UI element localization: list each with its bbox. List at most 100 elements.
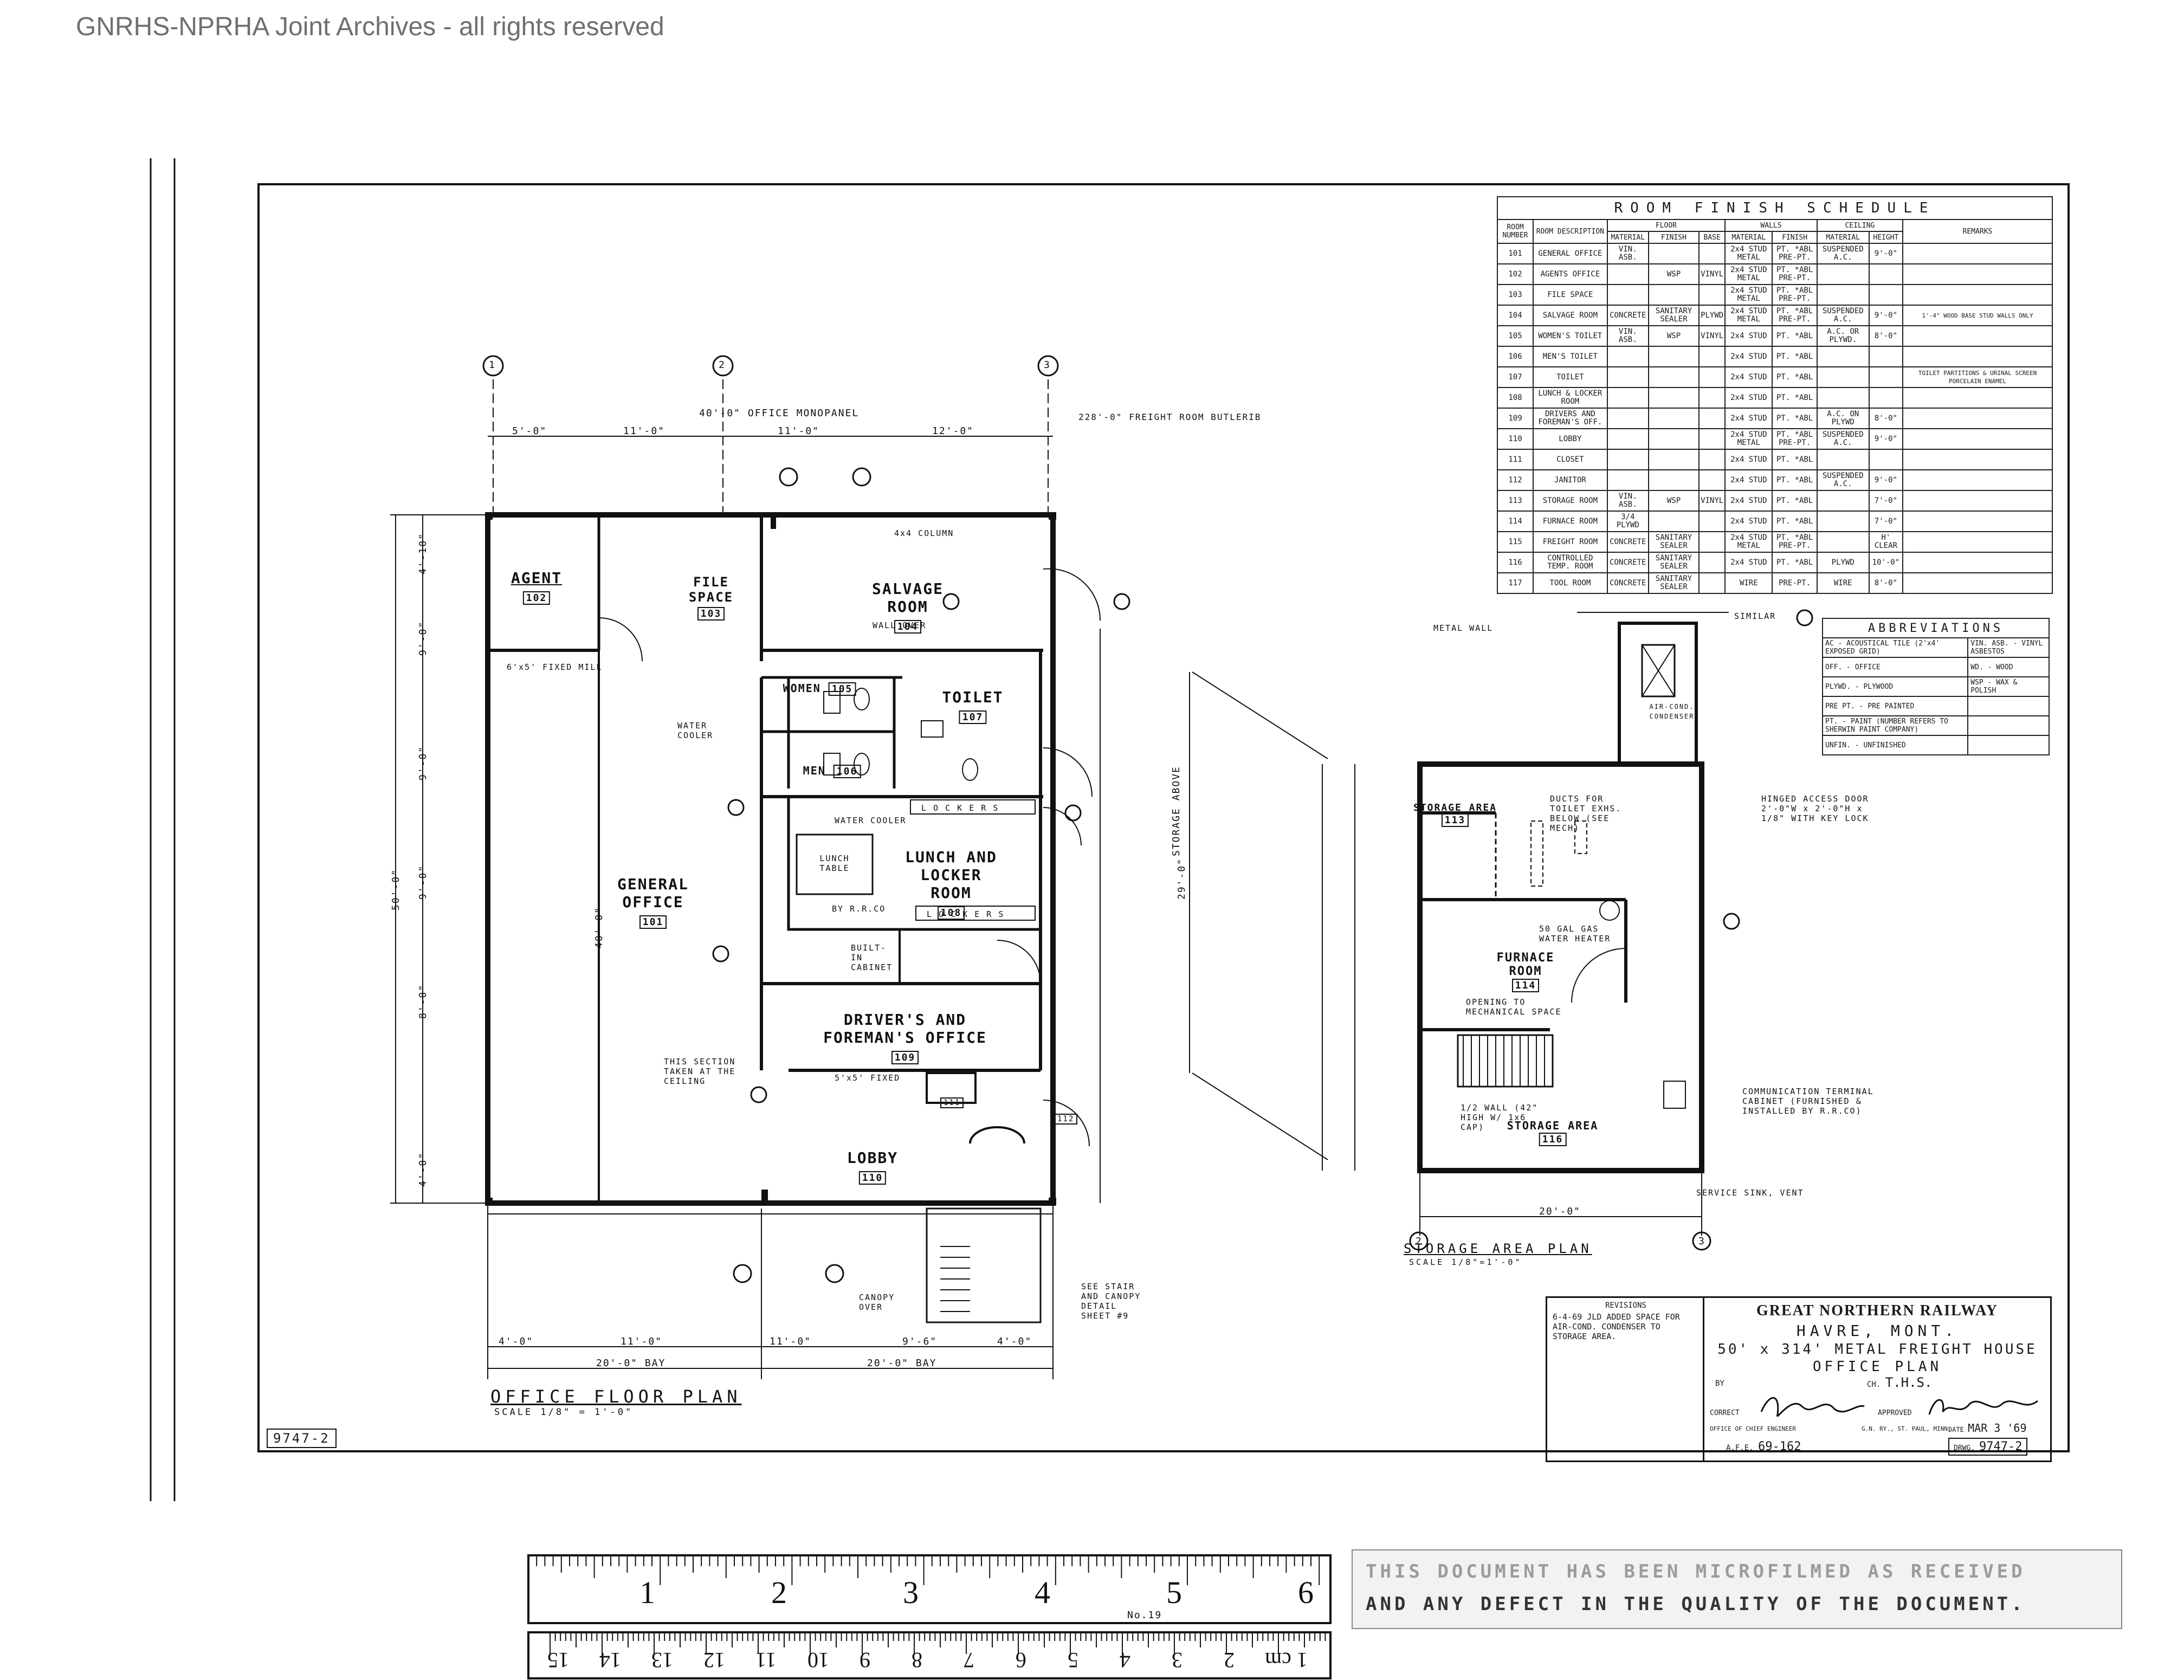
schedule-cell: 2x4 STUD METAL — [1724, 305, 1773, 326]
cm-label: 4 — [1120, 1648, 1130, 1672]
schedule-cell: LOBBY — [1533, 428, 1608, 450]
lobby-number: 110 — [858, 1171, 887, 1185]
schedule-cell — [1698, 511, 1726, 532]
schedule-cell: 2x4 STUD — [1724, 346, 1773, 367]
women-name: WOMEN — [783, 682, 821, 695]
toilet-number: 107 — [959, 710, 987, 724]
schedule-cell — [1902, 346, 2053, 367]
schedule-cell: TOILET — [1533, 366, 1608, 388]
cm-label: 15 — [547, 1648, 569, 1672]
schedule-cell — [1902, 449, 2053, 470]
schedule-cell — [1902, 243, 2053, 264]
cm-label: 1 cm — [1265, 1648, 1308, 1672]
hinged-door-note: HINGED ACCESS DOOR 2'-0"W x 2'-0"H x 1/8… — [1761, 794, 1869, 823]
similar-note: SIMILAR — [1734, 611, 1776, 621]
office-plan-title: OFFICE FLOOR PLAN — [490, 1386, 742, 1407]
room-label-general: GENERAL OFFICE 101 — [607, 875, 699, 929]
schedule-cell: DRIVERS AND FOREMAN'S OFF. — [1533, 408, 1608, 429]
room-label-salvage: SALVAGE ROOM 104 — [859, 580, 957, 634]
dim-bottom-3: 11'-0" — [770, 1336, 812, 1347]
schedule-cell: PLYWD — [1816, 552, 1870, 573]
salvage-name: SALVAGE ROOM — [871, 580, 944, 616]
schedule-cell — [1902, 428, 2053, 450]
schedule-cell: PT. *ABL PRE-PT. — [1772, 243, 1818, 264]
cm-label: 11 — [755, 1648, 777, 1672]
abbreviations-title: ABBREVIATIONS — [1822, 618, 2050, 638]
dim-bottom-2: 11'-0" — [621, 1336, 663, 1347]
schedule-cell: FURNACE ROOM — [1533, 511, 1608, 532]
microfilm-text-top: THIS DOCUMENT HAS BEEN MICROFILMED AS RE… — [1366, 1561, 2026, 1582]
abbreviation-cell: PRE PT. - PRE PAINTED — [1821, 696, 1969, 716]
schedule-cell: 116 — [1496, 552, 1534, 573]
dim-bottom-5: 4'-0" — [997, 1336, 1032, 1347]
approved-signature — [1928, 1399, 2038, 1415]
dim-top-3: 11'-0" — [778, 425, 820, 437]
schedule-cell: PT. *ABL — [1772, 511, 1818, 532]
inch-4: 4 — [1035, 1575, 1050, 1610]
schedule-cell: TOOL ROOM — [1533, 572, 1608, 594]
inch-2: 2 — [771, 1575, 787, 1610]
schedule-cell: JANITOR — [1533, 469, 1608, 491]
abbreviation-cell: OFF. - OFFICE — [1821, 657, 1969, 677]
schedule-cell — [1647, 511, 1700, 532]
schedule-cell — [1816, 511, 1870, 532]
dim-interior: 40'-0" — [593, 906, 605, 948]
half-wall-note: 1/2 WALL (42" HIGH W/ 1x6 CAP) — [1461, 1103, 1539, 1132]
inch-6: 6 — [1298, 1575, 1314, 1610]
cm-label: 10 — [807, 1648, 829, 1672]
schedule-cell: WOMEN'S TOILET — [1533, 325, 1608, 347]
schedule-cell — [1606, 284, 1649, 306]
cm-label: 3 — [1172, 1648, 1183, 1672]
schedule-cell: 8'-0" — [1868, 325, 1904, 347]
schedule-cell: A.C. OR PLYWD. — [1816, 325, 1870, 347]
schedule-cell: SANITARY SEALER — [1647, 531, 1700, 553]
schedule-cell: 3/4 PLYWD — [1606, 511, 1649, 532]
schedule-cell: PT. *ABL — [1772, 408, 1818, 429]
schedule-cell: CONCRETE — [1606, 572, 1649, 594]
schedule-cell: LUNCH & LOCKER ROOM — [1533, 387, 1608, 409]
schedule-cell: PT. *ABL — [1772, 449, 1818, 470]
schedule-cell: 105 — [1496, 325, 1534, 347]
sub-floor-material: MATERIAL — [1606, 231, 1649, 244]
building-name: 50' x 314' METAL FREIGHT HOUSE — [1717, 1341, 2037, 1358]
sub-walls-finish: FINISH — [1772, 231, 1818, 244]
general-number: 101 — [639, 915, 667, 929]
room-label-drivers: DRIVER'S AND FOREMAN'S OFFICE 109 — [818, 1011, 992, 1064]
cm-label: 5 — [1068, 1648, 1078, 1672]
schedule-cell: CONCRETE — [1606, 305, 1649, 326]
men-number: 106 — [833, 765, 861, 778]
men-name: MEN — [803, 764, 826, 777]
schedule-cell — [1868, 366, 1904, 388]
schedule-cell: TOILET PARTITIONS & URINAL SCREEN PORCEL… — [1902, 366, 2053, 388]
schedule-cell — [1816, 346, 1870, 367]
monopanel-note: 40'-0" OFFICE MONOPANEL — [699, 408, 860, 419]
schedule-cell: 7'-0" — [1868, 490, 1904, 512]
dim-left-4: 9'-0" — [417, 864, 429, 900]
correct-signature — [1760, 1397, 1865, 1417]
storage-area-plan — [1322, 609, 1813, 1251]
schedule-head-ceiling: CEILING — [1816, 219, 1904, 232]
abbreviation-cell: WSP - WAX & POLISH — [1967, 676, 2050, 697]
freight-note: 228'-0" FREIGHT ROOM BUTLERIB — [1078, 412, 1262, 422]
schedule-cell — [1902, 387, 2053, 409]
schedule-cell: MEN'S TOILET — [1533, 346, 1608, 367]
schedule-cell — [1647, 408, 1700, 429]
toilet-name: TOILET — [942, 688, 1004, 706]
sub-ceiling-material: MATERIAL — [1816, 231, 1870, 244]
storage-area-2-label: STORAGE AREA 116 — [1507, 1119, 1599, 1146]
schedule-cell — [1816, 366, 1870, 388]
women-number: 105 — [828, 682, 856, 696]
schedule-cell: PT. *ABL — [1772, 469, 1818, 491]
schedule-cell: SUSPENDED A.C. — [1816, 469, 1870, 491]
schedule-cell: 2x4 STUD — [1724, 552, 1773, 573]
room-finish-schedule: ROOM FINISH SCHEDULE ROOM NUMBER ROOM DE… — [1496, 196, 2053, 594]
agent-name: AGENT — [511, 569, 563, 587]
schedule-cell — [1647, 243, 1700, 264]
schedule-cell: 2x4 STUD — [1724, 449, 1773, 470]
location: HAVRE, MONT. — [1796, 1322, 1959, 1340]
